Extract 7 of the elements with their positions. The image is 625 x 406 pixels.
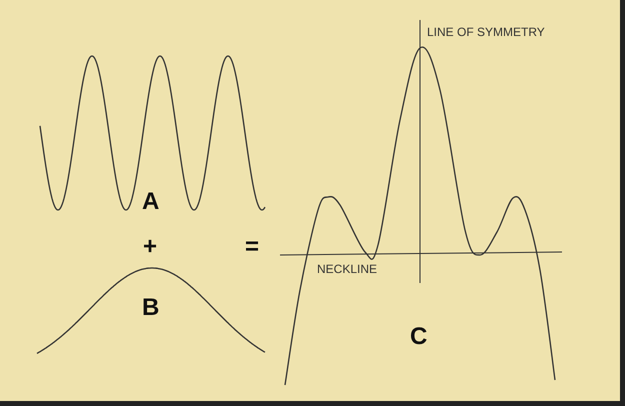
equals-sign: = xyxy=(245,235,260,259)
curve-letter: C xyxy=(410,325,428,349)
line-label: NECKLINE xyxy=(317,263,378,275)
line-label: LINE OF SYMMETRY xyxy=(427,26,545,38)
curve-letter: A xyxy=(142,190,160,214)
plus-sign: + xyxy=(143,235,158,259)
curve-letter: B xyxy=(142,296,160,320)
